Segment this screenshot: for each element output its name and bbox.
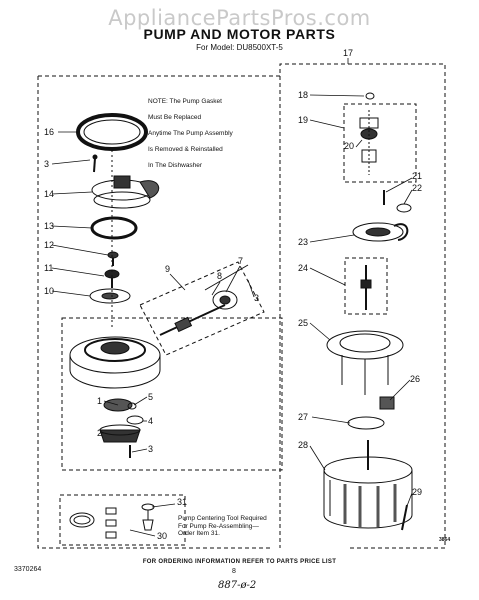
callout-26: 26 (410, 374, 421, 384)
callout-28: 28 (298, 440, 309, 450)
leader-lines (51, 58, 413, 537)
fan-27 (347, 416, 385, 430)
callout-4: 4 (148, 416, 154, 426)
callout-17: 17 (343, 48, 354, 58)
relay-26 (379, 396, 395, 410)
shaft-24 (360, 265, 372, 310)
bracket-19 (359, 110, 379, 175)
callout-10: 10 (44, 286, 55, 296)
callout-3: 3 (44, 159, 50, 169)
centering-tool-frame (59, 494, 186, 546)
model-subtitle: For Model: DU8500XT-5 (196, 43, 283, 52)
o-ring-4 (126, 415, 144, 425)
callout-25: 25 (298, 318, 309, 328)
chopper-10 (89, 288, 131, 304)
callout-20: 20 (344, 141, 355, 151)
part-18 (365, 92, 375, 100)
callout-24: 24 (298, 263, 309, 273)
callout-2: 2 (97, 428, 103, 438)
centering-line: Order Item 31. (178, 530, 220, 537)
impeller-11 (104, 269, 120, 288)
screw-29 (401, 504, 408, 531)
callout-21: 21 (412, 171, 423, 181)
note-line: Is Removed & Reinstalled (148, 146, 223, 153)
pump-gasket-16 (76, 113, 148, 151)
centering-tool-note: Pump Centering Tool Required For Pump Re… (178, 515, 267, 538)
callout-7: 7 (238, 256, 244, 266)
callout-14: 14 (44, 189, 55, 199)
pump-cover-14 (91, 175, 160, 209)
callout-9: 9 (165, 264, 171, 274)
callout-12: 12 (44, 240, 55, 250)
centering-tool-31 (141, 503, 155, 531)
callout-27: 27 (298, 412, 309, 422)
note-line: In The Dishwasher (148, 162, 203, 169)
seal-5 (127, 402, 137, 410)
centering-line: For Pump Re-Assembling— (178, 522, 259, 530)
housing-2 (99, 424, 141, 443)
pump-gasket-note: NOTE: The Pump Gasket Must Be Replaced A… (148, 90, 233, 178)
screw-3 (92, 154, 98, 173)
callout-16: 16 (44, 127, 55, 137)
callout-1: 1 (97, 396, 103, 406)
motor-28 (323, 440, 413, 529)
callout-29: 29 (412, 487, 423, 497)
document-number: 3370264 (14, 566, 42, 573)
outer-dashed-frame (37, 63, 446, 549)
callout-22: 22 (412, 183, 423, 193)
note-line: NOTE: The Pump Gasket (148, 98, 222, 105)
pump-subassembly-frame (61, 317, 283, 471)
seal-ring-13 (90, 216, 138, 240)
centering-tool-30 (69, 507, 117, 539)
impeller-shaft-assembly (159, 264, 249, 336)
callout-11: 11 (44, 263, 54, 273)
motor-top-25 (326, 330, 404, 395)
page-number: 8 (232, 568, 236, 575)
note-line: Must Be Replaced (148, 114, 202, 121)
callout-30: 30 (157, 531, 168, 541)
figure-code: 3864 (439, 537, 451, 543)
callout-18: 18 (298, 90, 309, 100)
impeller-assembly-frame (139, 261, 265, 356)
note-line: Anytime The Pump Assembly (148, 130, 233, 137)
callout-31: 31 (177, 497, 188, 507)
callout-5: 5 (148, 392, 154, 402)
callout-23: 23 (298, 237, 309, 247)
callout-3-right: 3 (254, 293, 260, 303)
callout-19: 19 (298, 115, 309, 125)
callout-13: 13 (44, 221, 55, 231)
bracket-frame-19 (343, 103, 417, 183)
page-title: PUMP AND MOTOR PARTS (143, 26, 336, 42)
shaft-frame-24 (344, 257, 388, 315)
callout-8: 8 (217, 271, 223, 281)
mount-23 (352, 222, 409, 242)
ring-22 (396, 203, 412, 213)
ordering-info: FOR ORDERING INFORMATION REFER TO PARTS … (142, 559, 337, 565)
pump-body (69, 336, 161, 389)
watermark: AppliancePartsPros.com (108, 6, 371, 30)
handwritten-mark: 887-ø-2 (218, 580, 257, 591)
callout-3-lower: 3 (148, 444, 154, 454)
nut-12 (107, 251, 119, 266)
centering-line: Pump Centering Tool Required (178, 515, 267, 522)
